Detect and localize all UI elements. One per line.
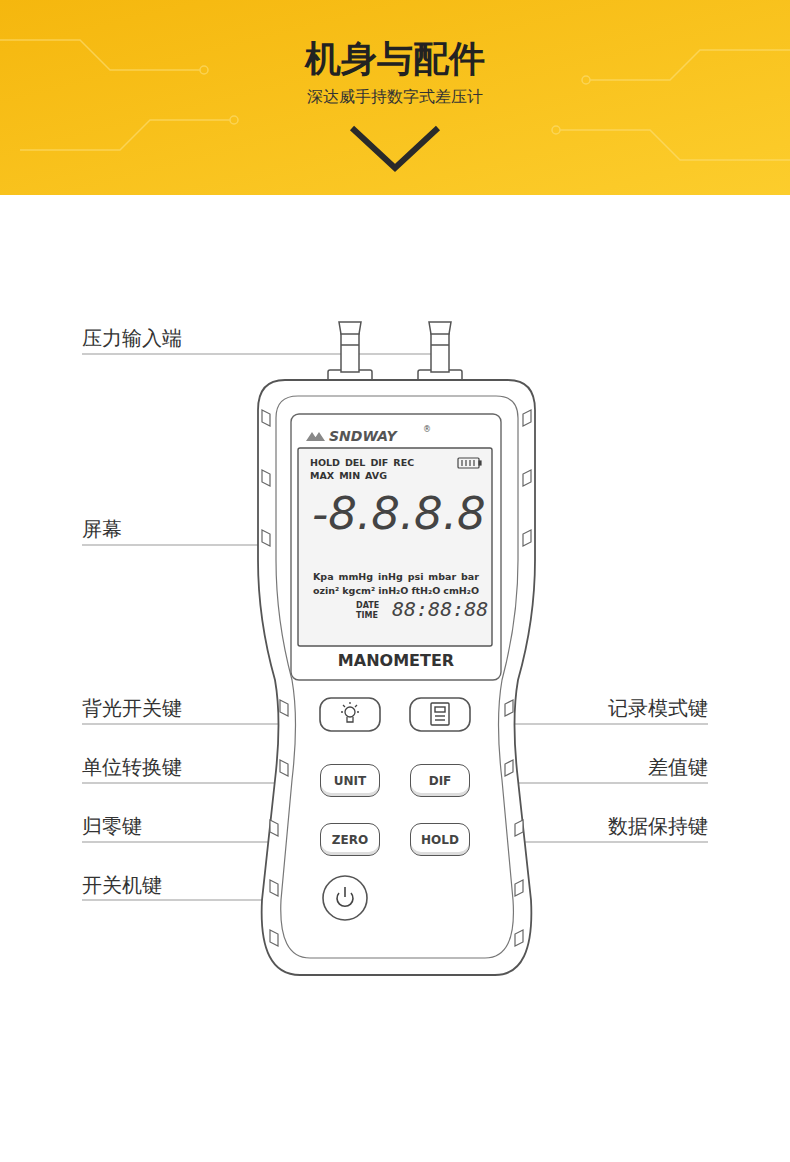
- grip-notch: [515, 930, 523, 946]
- lcd-digits: -8.8.8.8: [312, 488, 486, 540]
- header-band: [0, 0, 790, 195]
- grip-notch: [505, 760, 513, 776]
- lcd-text: MAX: [310, 471, 334, 482]
- lcd-text: Kpa: [313, 572, 334, 583]
- part-label: 数据保持键: [608, 815, 708, 838]
- record-button: [410, 698, 470, 731]
- device-button: DIF: [410, 764, 470, 797]
- grip-notch: [505, 700, 513, 716]
- grip-notch: [280, 700, 288, 716]
- grip-notch: [280, 760, 288, 776]
- button-text: ZERO: [332, 833, 368, 847]
- grip-notch: [262, 470, 270, 486]
- grip-notch: [515, 820, 523, 836]
- lcd-text: psi: [408, 572, 424, 583]
- lcd-text: bar: [461, 572, 479, 583]
- lcd-text: mmHg: [339, 572, 374, 583]
- part-label: 归零键: [82, 815, 142, 838]
- lcd-row: HOLD DEL DIF REC: [310, 458, 414, 469]
- battery-icon: [458, 458, 481, 468]
- part-label: 背光开关键: [82, 697, 182, 720]
- lcd-row: ozin²kgcm²inH₂OftH₂OcmH₂O: [313, 586, 479, 597]
- lcd-row: KpammHg inHgpsimbarbar: [313, 572, 479, 583]
- lcd-text: TIME: [356, 611, 378, 620]
- lcd-text: AVG: [365, 471, 387, 482]
- button-text: HOLD: [421, 833, 459, 847]
- part-label: 屏幕: [82, 518, 122, 541]
- grip-notch: [523, 530, 531, 546]
- lcd: [298, 448, 492, 646]
- lcd-text: ozin²: [313, 586, 339, 597]
- lcd-text: DEL: [345, 458, 365, 469]
- device-button: ZERO: [320, 823, 380, 856]
- lcd-text: MIN: [339, 471, 360, 482]
- side-grips: [262, 410, 531, 946]
- lcd-text: DATE: [356, 601, 379, 610]
- backlight-button: [320, 698, 380, 731]
- power-button: [323, 876, 367, 920]
- lcd-text: DIF: [370, 458, 388, 469]
- grip-notch: [523, 470, 531, 486]
- grip-notch: [262, 530, 270, 546]
- bulb-icon: [341, 702, 359, 722]
- grip-notch: [270, 820, 278, 836]
- grip-notch: [270, 930, 278, 946]
- lcd-row: MAX MIN AVG: [310, 471, 387, 482]
- page-title: 机身与配件: [305, 38, 485, 79]
- chevron: [352, 128, 438, 168]
- front-panel: [276, 396, 518, 958]
- grip-notch: [262, 410, 270, 426]
- button-text: UNIT: [334, 774, 366, 788]
- housing: [258, 380, 535, 975]
- part-label: 单位转换键: [82, 756, 182, 779]
- part-label: 记录模式键: [608, 697, 708, 720]
- grip-notch: [270, 880, 278, 896]
- power-icon: [337, 887, 353, 906]
- part-label: 压力输入端: [82, 327, 182, 350]
- grip-notch: [523, 410, 531, 426]
- device-button: UNIT: [320, 764, 380, 797]
- subtitle: 深达威手持数字式差压计: [307, 88, 483, 106]
- part-label: 差值键: [648, 756, 708, 779]
- registered-mark: ®: [423, 425, 431, 434]
- lcd-text: HOLD: [310, 458, 340, 469]
- lcd-text: REC: [393, 458, 414, 469]
- lcd-text: inH₂O: [378, 586, 408, 597]
- pressure-ports: [328, 322, 462, 384]
- part-label: 开关机键: [82, 874, 162, 897]
- logo-mark: [306, 432, 325, 441]
- grip-notch: [515, 880, 523, 896]
- device-button: HOLD: [410, 823, 470, 856]
- lcd-text: cmH₂O: [443, 586, 479, 597]
- button-text: DIF: [429, 774, 452, 788]
- lcd-text: inHg: [378, 572, 403, 583]
- lcd-clock: 88:88:88: [392, 598, 488, 621]
- model-name: MANOMETER: [338, 652, 454, 670]
- lcd-text: mbar: [428, 572, 456, 583]
- brand-logo: SNDWAY: [329, 428, 397, 444]
- floppy-icon: [431, 703, 449, 725]
- screen-bezel: [291, 414, 501, 680]
- lcd-text: kgcm²: [342, 586, 375, 597]
- lcd-text: ftH₂O: [411, 586, 440, 597]
